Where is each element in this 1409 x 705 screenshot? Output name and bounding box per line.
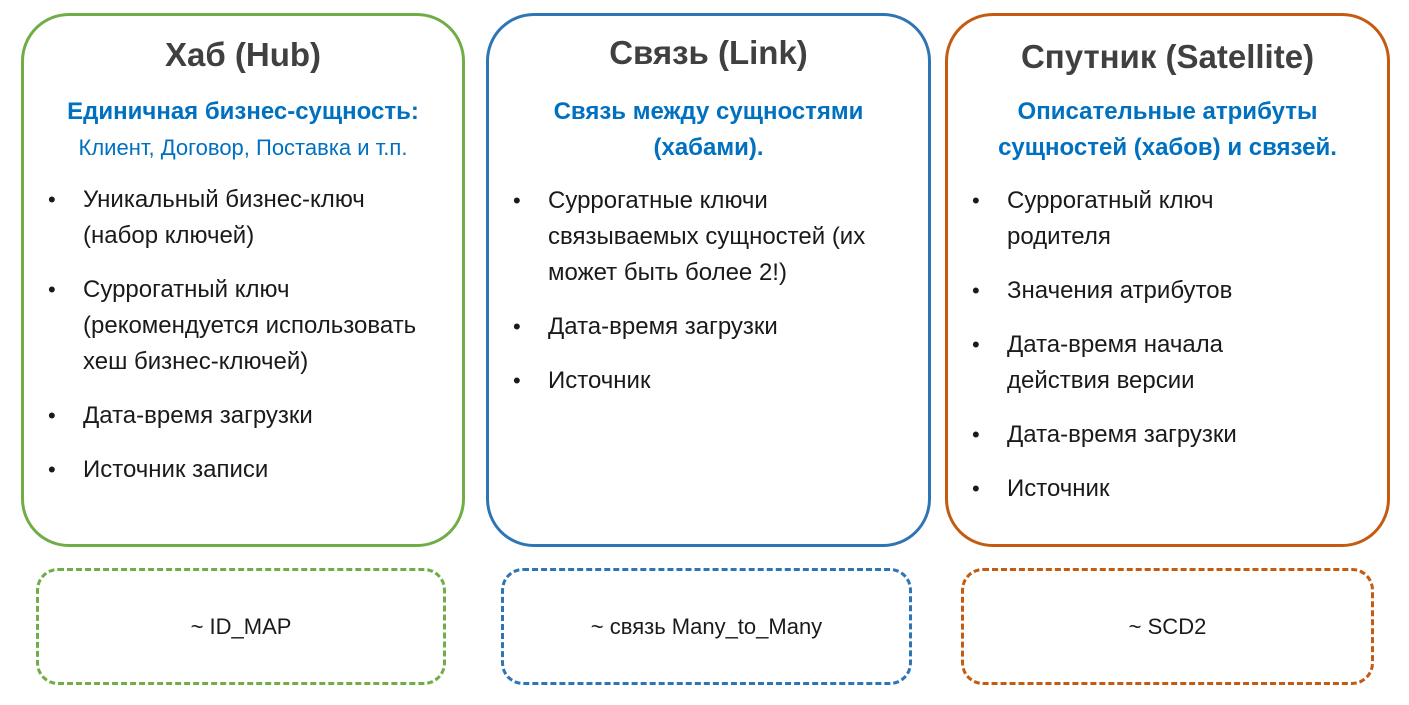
link-item: Источник (489, 363, 879, 399)
satellite-subtitle: Описательные атрибуты сущностей (хабов) … (998, 98, 1337, 161)
satellite-card: Спутник (Satellite) Описательные атрибут… (945, 13, 1390, 547)
link-title: Связь (Link) (609, 34, 808, 71)
satellite-item: Источник (948, 471, 1288, 507)
satellite-item: Суррогатный ключ родителя (948, 183, 1288, 255)
satellite-item: Значения атрибутов (948, 273, 1288, 309)
link-note-text: ~ связь Many_to_Many (590, 613, 823, 639)
link-item: Суррогатные ключи связываемых сущностей … (489, 183, 879, 291)
satellite-item-list: Суррогатный ключ родителя Значения атриб… (948, 183, 1288, 507)
hub-subtitle: Единичная бизнес-сущность: Клиент, Догов… (24, 94, 462, 166)
link-subtitle: Связь между сущностями (хабами). (553, 98, 864, 161)
satellite-note: ~ SCD2 (961, 568, 1374, 685)
hub-note-text: ~ ID_MAP (190, 613, 292, 639)
hub-item: Уникальный бизнес-ключ (набор ключей) (24, 182, 424, 254)
link-note: ~ связь Many_to_Many (501, 568, 912, 685)
link-card: Связь (Link) Связь между сущностями (хаб… (486, 13, 931, 547)
hub-note: ~ ID_MAP (36, 568, 446, 685)
hub-item-list: Уникальный бизнес-ключ (набор ключей) Су… (24, 182, 424, 488)
satellite-item: Дата-время загрузки (948, 417, 1288, 453)
hub-item: Суррогатный ключ (рекомендуется использо… (24, 272, 424, 380)
hub-item: Источник записи (24, 452, 424, 488)
hub-subtitle-bold: Единичная бизнес-сущность: (67, 98, 419, 125)
satellite-note-text: ~ SCD2 (1128, 613, 1207, 639)
hub-title: Хаб (Hub) (164, 36, 322, 73)
hub-card: Хаб (Hub) Единичная бизнес-сущность: Кли… (21, 13, 465, 547)
hub-item: Дата-время загрузки (24, 398, 424, 434)
satellite-title: Спутник (Satellite) (1020, 38, 1315, 75)
satellite-item: Дата-время начала действия версии (948, 327, 1288, 399)
hub-subtitle-normal: Клиент, Договор, Поставка и т.п. (78, 135, 408, 160)
link-item: Дата-время загрузки (489, 309, 879, 345)
link-item-list: Суррогатные ключи связываемых сущностей … (489, 183, 879, 399)
